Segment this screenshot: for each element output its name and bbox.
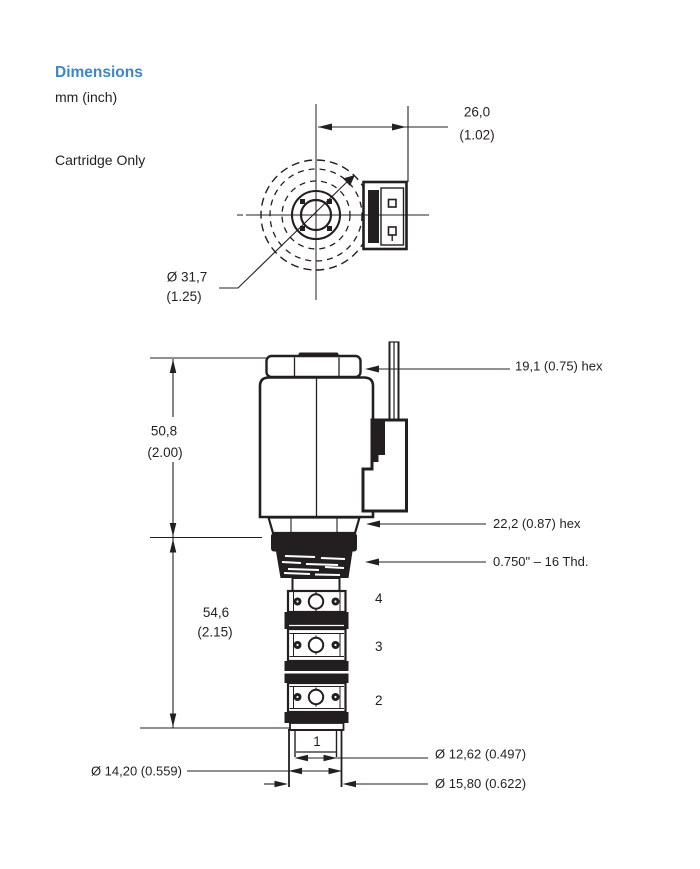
lead-wires: [388, 341, 400, 424]
dimension-dia-12: Ø 12,62 (0.497): [294, 747, 526, 762]
top-hex-nut: [265, 352, 362, 379]
variant-label: Cartridge Only: [55, 152, 145, 168]
dimension-dia-31: Ø 31,7 (1.25): [166, 175, 355, 304]
thread-section: [276, 551, 353, 578]
dimension-54: 54,6 (2.15): [140, 538, 290, 729]
dia-14-label: Ø 14,20 (0.559): [91, 764, 182, 779]
solenoid-coil: [258, 376, 375, 519]
dia-15-label: Ø 15,80 (0.622): [435, 776, 526, 791]
dimension-50: 50,8 (2.00): [140, 357, 268, 539]
port-2-label: 2: [375, 693, 383, 708]
dim-54-mm: 54,6: [203, 605, 229, 620]
port-4-label: 4: [375, 591, 383, 606]
top-view: 26,0 (1.02) Ø 31,7 (1.25): [166, 104, 495, 304]
page-title: Dimensions: [55, 64, 143, 81]
connector-block-side: [361, 418, 408, 513]
dia-31-mm: Ø 31,7: [167, 270, 208, 285]
thread-label: 0.750" – 16 Thd.: [493, 554, 588, 569]
callout-top-hex: 19,1 (0.75) hex: [365, 359, 603, 374]
dimension-dia-15: Ø 15,80 (0.622): [264, 776, 526, 791]
mid-hex-label: 22,2 (0.87) hex: [493, 516, 581, 531]
side-view: 4 3 2 1 50,8 (2.00) 54,6 (2.15): [91, 341, 603, 791]
port-1-label: 1: [313, 734, 321, 749]
callout-mid-hex: 22,2 (0.87) hex: [366, 516, 581, 531]
mid-hex-nut: [267, 516, 361, 552]
cartridge-nose: [288, 729, 343, 787]
dia-12-label: Ø 12,62 (0.497): [435, 747, 526, 762]
centerlines-top-view: [237, 104, 429, 300]
callout-thread: 0.750" – 16 Thd.: [365, 554, 588, 569]
dia-31-inch: (1.25): [166, 289, 201, 304]
dimension-dia-14: Ø 14,20 (0.559): [91, 764, 342, 779]
dim-50-mm: 50,8: [151, 424, 177, 439]
port-3-label: 3: [375, 639, 383, 654]
cartridge-body: [284, 577, 349, 731]
units-label: mm (inch): [55, 89, 117, 105]
dim-26-mm: 26,0: [464, 105, 490, 120]
dim-26-inch: (1.02): [459, 128, 494, 143]
top-hex-label: 19,1 (0.75) hex: [515, 359, 603, 374]
dim-50-inch: (2.00): [147, 445, 182, 460]
dim-54-inch: (2.15): [197, 625, 232, 640]
dimension-26: 26,0 (1.02): [318, 105, 495, 182]
